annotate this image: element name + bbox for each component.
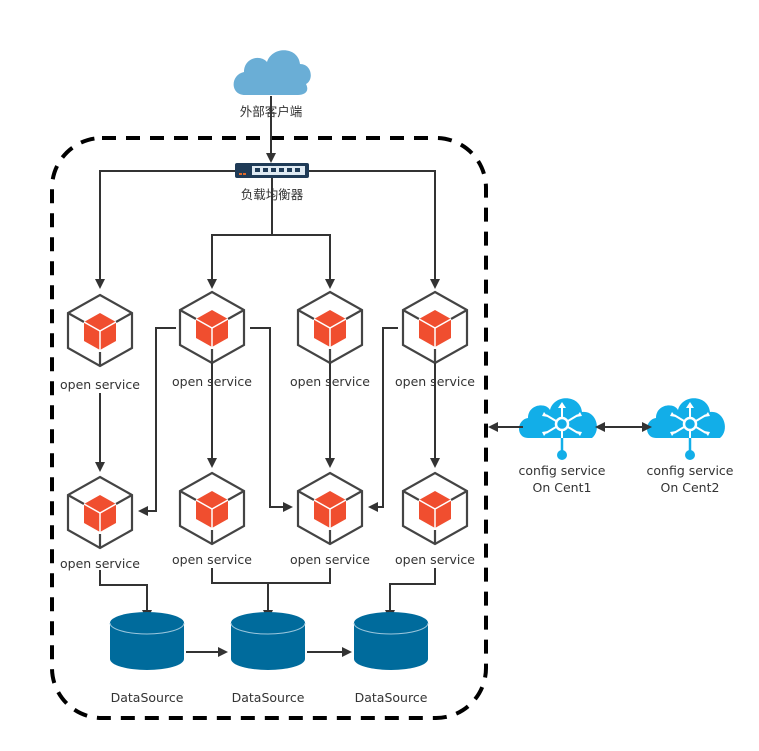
edge-lb-svc3 — [272, 234, 335, 289]
database-icon — [353, 611, 429, 671]
config-service-label: config service — [519, 463, 606, 478]
open-service-label: open service — [395, 552, 475, 567]
cube-icon — [296, 471, 364, 546]
cube-icon — [66, 293, 134, 368]
cube-icon — [178, 471, 246, 546]
edge-ds — [385, 568, 436, 620]
edge-lb-svc4 — [309, 170, 440, 289]
cube-icon — [401, 471, 469, 546]
open-service-label: open service — [172, 552, 252, 567]
edge-ds — [99, 570, 152, 620]
edge-lb-svc1 — [95, 170, 235, 289]
database-icon — [230, 611, 306, 671]
edge-cross — [138, 327, 176, 516]
cube-icon — [66, 475, 134, 550]
edge-ds — [211, 568, 331, 584]
open-service-label: open service — [290, 552, 370, 567]
cloud-icon — [233, 50, 311, 95]
switch-icon — [235, 163, 309, 178]
open-service-label: open service — [60, 377, 140, 392]
open-service-label: open service — [60, 556, 140, 571]
edge-lb-svc2 — [207, 234, 272, 289]
config-service-location: On Cent1 — [533, 480, 592, 495]
config-service-label: config service — [647, 463, 734, 478]
cube-icon — [178, 290, 246, 365]
edge-cross — [368, 327, 398, 512]
edge-cross — [250, 327, 293, 512]
config-service-icon — [517, 396, 599, 462]
cube-icon — [296, 290, 364, 365]
config-service-icon — [645, 396, 727, 462]
config-service-location: On Cent2 — [661, 480, 720, 495]
datasource-label: DataSource — [232, 690, 305, 705]
cube-icon — [401, 290, 469, 365]
cluster-boundary — [50, 136, 488, 720]
datasource-label: DataSource — [111, 690, 184, 705]
database-icon — [109, 611, 185, 671]
datasource-label: DataSource — [355, 690, 428, 705]
